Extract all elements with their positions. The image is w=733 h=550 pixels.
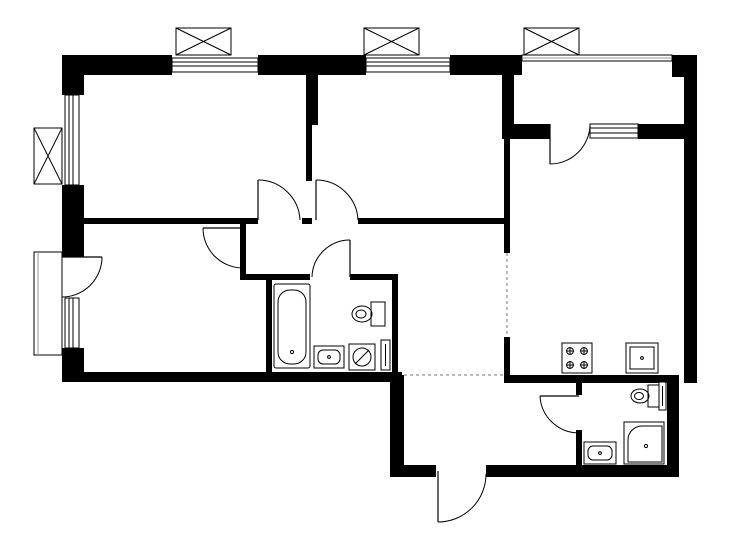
- wall-shower-stub: [576, 375, 582, 395]
- wall-kitchen-left-lower: [504, 337, 510, 383]
- loggia-bottom-wall: [510, 124, 550, 139]
- wall-shower-left: [576, 430, 582, 475]
- bathtub: [273, 283, 311, 369]
- wall-kitchen-left: [504, 139, 510, 253]
- bottom-wall-segment: [62, 372, 402, 382]
- left-wall-segment: [62, 185, 84, 257]
- window-bedroom-1: [171, 27, 259, 73]
- wall-bedroom2-bottom: [358, 218, 508, 224]
- top-wall-segment: [258, 55, 366, 75]
- doors: [61, 123, 591, 523]
- wall-kitchen-bottom: [505, 375, 675, 383]
- shower-fixtures: [583, 381, 667, 465]
- wall-bath-left: [266, 280, 272, 375]
- shower-tray: [623, 421, 665, 465]
- wall-shower-right: [667, 375, 679, 477]
- window-bedroom-2: [363, 27, 451, 73]
- wall-stub: [302, 218, 312, 224]
- door-shower-room: [539, 395, 580, 434]
- door-balcony: [61, 256, 103, 298]
- kitchen-sink: [625, 342, 659, 374]
- toilet: [630, 384, 661, 408]
- wall-bedrooms-thick: [306, 75, 318, 125]
- wall-kitchen-loggia: [502, 55, 514, 139]
- left-wall-segment: [62, 55, 84, 95]
- bathroom-fixtures: [273, 283, 391, 371]
- radiator: [658, 381, 667, 411]
- sink: [313, 345, 345, 369]
- sink: [583, 441, 617, 465]
- window-bedroom-1-left: [33, 94, 80, 186]
- door-entrance: [437, 471, 487, 523]
- window-kitchen: [589, 123, 639, 139]
- radiator: [380, 339, 391, 371]
- wall-entrance-bottom: [486, 465, 582, 477]
- cooktop: [561, 342, 593, 374]
- door-living-room: [202, 227, 244, 269]
- windows: [33, 27, 673, 356]
- kitchen-fixtures: [561, 342, 659, 374]
- loggia-corner: [672, 55, 697, 77]
- toilet: [351, 301, 386, 327]
- top-wall-segment: [62, 55, 172, 75]
- window-living-left: [64, 297, 80, 349]
- loggia-bottom-wall: [638, 124, 697, 139]
- wall-entrance-bottom: [390, 465, 436, 477]
- door-bathroom: [311, 239, 351, 278]
- door-bedroom-2: [315, 179, 359, 221]
- door-loggia: [549, 123, 591, 165]
- wall-shower-bottom: [576, 465, 679, 477]
- interior-walls: [82, 55, 697, 477]
- window-loggia: [521, 27, 673, 62]
- wall-bath-right: [392, 274, 398, 375]
- right-wall: [684, 55, 697, 383]
- wall-bedroom1-bottom: [82, 218, 258, 224]
- wall-entrance-left: [390, 375, 404, 475]
- open-boundaries: [404, 253, 508, 376]
- exterior-walls: [62, 55, 697, 383]
- balcony: [33, 251, 63, 356]
- wall-living-right: [240, 224, 246, 279]
- door-bedroom-1: [257, 179, 301, 221]
- washing-machine: [348, 343, 376, 371]
- wall-bedrooms: [306, 75, 312, 181]
- wall-living-bath: [240, 274, 310, 280]
- wall-bath-top: [350, 274, 398, 280]
